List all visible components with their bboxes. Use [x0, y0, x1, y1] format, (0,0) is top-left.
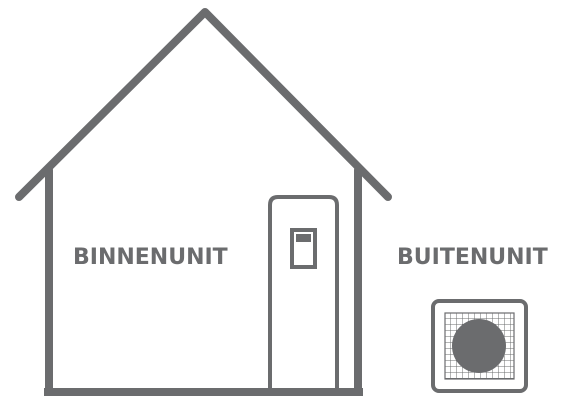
- indoor-unit-cabinet: [270, 197, 337, 390]
- outdoor-unit-fan-icon: [433, 301, 526, 391]
- indoor-unit-display-screen: [296, 234, 311, 242]
- indoor-unit-label: BINNENUNIT: [73, 245, 228, 270]
- house-outline-icon: [19, 12, 388, 392]
- indoor-unit-icon: [270, 197, 337, 390]
- outdoor-unit-label: BUITENUNIT: [397, 245, 548, 270]
- house-roof: [19, 12, 388, 197]
- outdoor-unit-fan: [452, 319, 506, 373]
